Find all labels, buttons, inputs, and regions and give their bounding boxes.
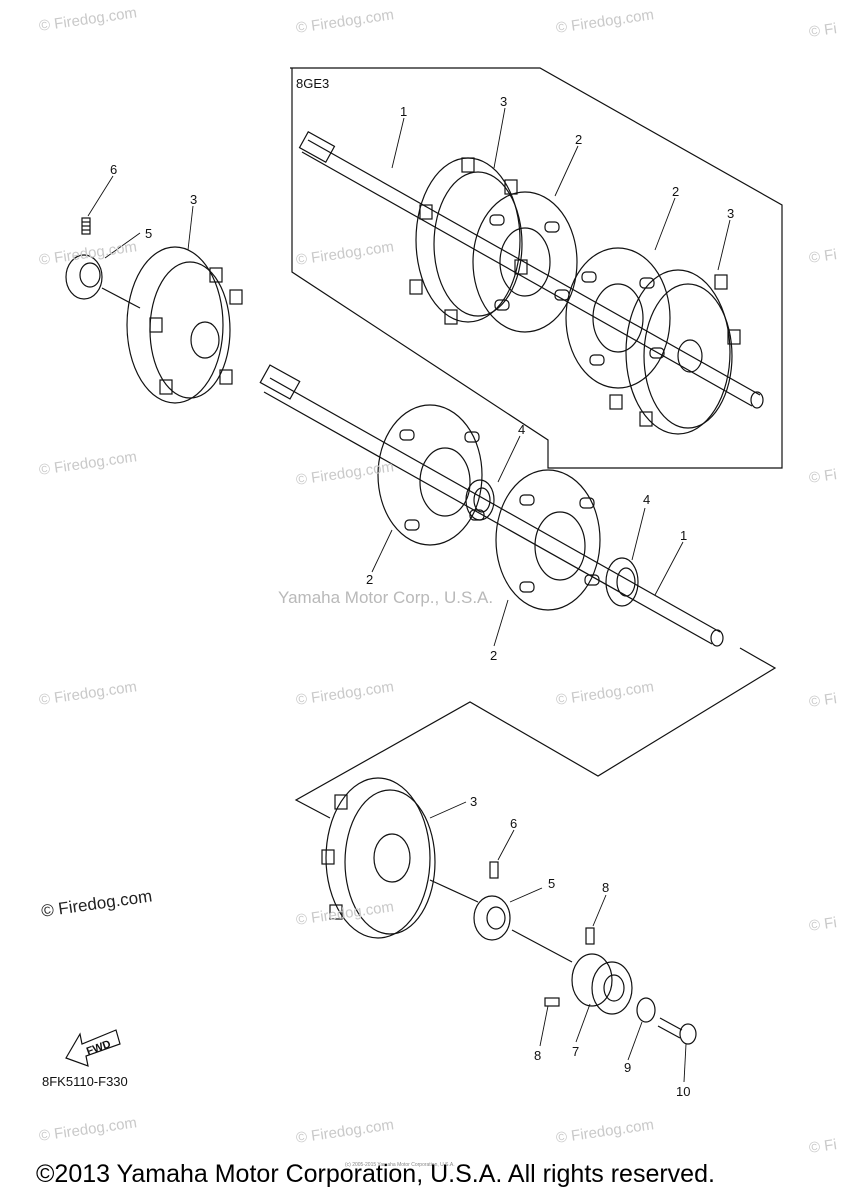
leader-lines [87, 107, 731, 1083]
callout-5: 5 [145, 226, 153, 241]
sprocket-lower [321, 777, 436, 939]
callout-2: 2 [575, 132, 583, 147]
callout-4: 4 [643, 492, 651, 507]
fine-print: (c) 2005-2015 Yamaha Motor Corporation, … [345, 1162, 455, 1168]
bearing-housing [571, 953, 633, 1015]
callout-10: 10 [676, 1084, 691, 1099]
center-watermark: Yamaha Motor Corp., U.S.A. [278, 588, 494, 607]
part-code: 8FK5110-F330 [42, 1074, 128, 1089]
callout-5: 5 [548, 876, 556, 891]
sprocket-wheel-box-b [565, 247, 671, 389]
callout-3: 3 [500, 94, 508, 109]
callout-8: 8 [602, 880, 610, 895]
bolt-lower-6 [489, 861, 499, 879]
assembly-box-outline [290, 67, 783, 469]
callout-6: 6 [510, 816, 518, 831]
screw-8-upper [585, 927, 595, 945]
nut-9 [636, 997, 656, 1023]
copyright-notice: ©2013 Yamaha Motor Corporation, U.S.A. A… [36, 1160, 715, 1188]
callout-2: 2 [490, 648, 498, 663]
bearing-mid-a [465, 479, 495, 521]
callout-6: 6 [110, 162, 118, 177]
shaft-middle [259, 364, 724, 647]
connector-lower-a [429, 879, 479, 903]
sprocket-box-b [609, 269, 741, 435]
callout-4: 4 [518, 422, 526, 437]
callout-2: 2 [366, 572, 374, 587]
shaft-upper [298, 131, 764, 409]
assembly-box-code: 8GE3 [296, 76, 330, 91]
callout-1: 1 [680, 528, 688, 543]
collar-lower [473, 895, 511, 941]
sprocket-wheel-box-a [472, 191, 578, 333]
bolt-left [81, 217, 91, 235]
bolt-10 [657, 1017, 697, 1045]
callout-8: 8 [534, 1048, 542, 1063]
callout-7: 7 [572, 1044, 580, 1059]
connector-line-mid [294, 647, 777, 819]
callout-1: 1 [400, 104, 408, 119]
collar-left [65, 254, 141, 309]
screw-8-lower [544, 997, 560, 1007]
fwd-arrow-icon [65, 1029, 121, 1067]
sprocket-wheel-mid-b [495, 469, 601, 611]
callout-3: 3 [190, 192, 198, 207]
callout-2: 2 [672, 184, 680, 199]
callout-9: 9 [624, 1060, 632, 1075]
callout-3: 3 [470, 794, 478, 809]
sprocket-box-a [409, 157, 528, 325]
connector-lower-b [511, 929, 573, 963]
callout-3: 3 [727, 206, 735, 221]
bearing-mid-b [605, 557, 639, 607]
sprocket-left [126, 246, 243, 404]
